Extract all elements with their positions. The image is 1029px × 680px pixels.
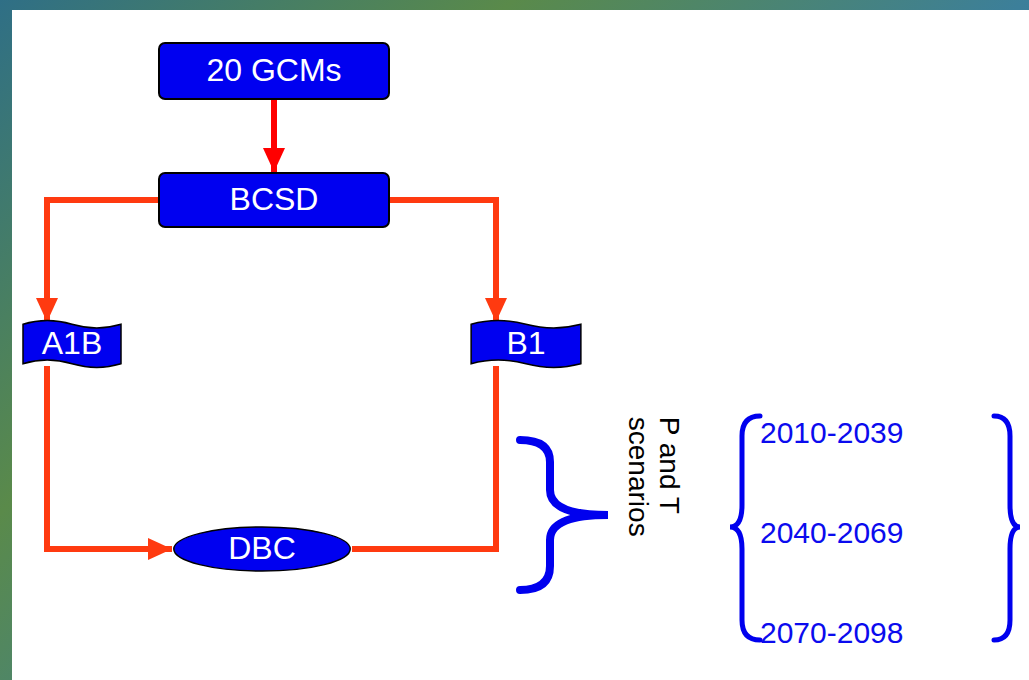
flow-connector: [47, 366, 172, 549]
process-ellipse: DBC: [172, 526, 352, 572]
text-holder: B1: [506, 326, 545, 361]
flow-connector: [47, 200, 158, 322]
flow-connector: [271, 100, 277, 172]
text-holder: BCSD: [230, 182, 319, 217]
node-label: BCSD: [230, 182, 319, 217]
scenario-banner: A1B: [22, 318, 122, 370]
node-label: A1B: [42, 326, 102, 361]
node-label: B1: [506, 326, 545, 361]
scenario-banner: B1: [470, 318, 582, 370]
period-label: 2040-2069: [760, 516, 903, 549]
brace-bracket: [994, 416, 1020, 640]
process-box: BCSD: [158, 172, 390, 228]
text-holder: A1B: [42, 326, 102, 361]
brace-bracket: [730, 416, 760, 640]
flow-connector: [390, 200, 496, 322]
text-holder: 20 GCMs: [206, 53, 341, 88]
node-label: DBC: [228, 531, 296, 566]
period-label: 2070-2098: [760, 616, 903, 649]
axis-label: P and T scenarios: [622, 417, 684, 577]
process-box: 20 GCMs: [158, 42, 390, 100]
text-holder: DBC: [228, 531, 296, 566]
brace-bracket: [520, 440, 608, 590]
flow-connector: [352, 366, 496, 549]
node-label: 20 GCMs: [206, 53, 341, 88]
period-label: 2010-2039: [760, 416, 903, 449]
